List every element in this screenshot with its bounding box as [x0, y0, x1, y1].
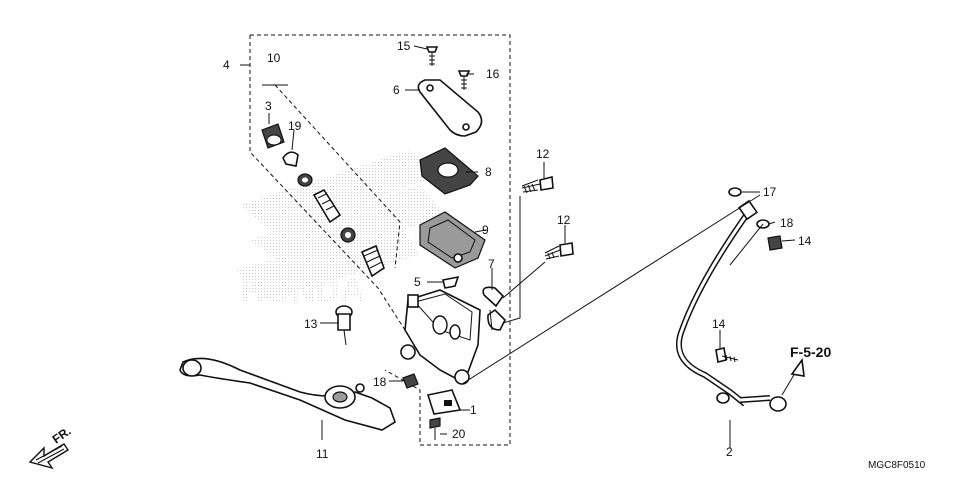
callout-6: 6 [393, 83, 400, 97]
callout-18-upper: 17 [763, 185, 777, 199]
callout-13: 13 [304, 317, 318, 331]
callout-3: 3 [265, 99, 272, 113]
hose-clamp-bolt [715, 347, 739, 363]
brake-hose [675, 199, 787, 412]
brake-lever [179, 357, 396, 431]
piston-kit [261, 123, 385, 278]
pivot-nut [402, 373, 419, 389]
master-cylinder-body [400, 289, 481, 385]
reference-arrow [781, 357, 805, 396]
callout-16-top: 15 [397, 39, 411, 53]
callout-8: 8 [485, 165, 492, 179]
callout-7: 7 [488, 257, 495, 271]
watermark-text: HONDA [240, 272, 365, 310]
callout-12-upper: 12 [536, 147, 550, 161]
front-direction-indicator: FR. [28, 424, 74, 470]
callout-1: 1 [470, 403, 477, 417]
callout-4: 4 [223, 58, 230, 72]
leader-lines [268, 45, 796, 448]
callout-20: 20 [452, 427, 466, 441]
callout-labels: 4 10 3 19 15 16 6 8 9 12 12 7 5 13 18 1 … [223, 39, 812, 461]
holder-bolt-lower [544, 242, 574, 260]
circlip-part-19 [282, 151, 299, 167]
sealing-washer-upper [728, 187, 742, 197]
callout-15: 14 [798, 234, 812, 248]
reservoir-cap [417, 79, 483, 137]
pivot-bolt [335, 305, 353, 346]
reservoir-plate [419, 147, 479, 195]
callout-11: 11 [316, 447, 329, 461]
callout-18-lower: 18 [780, 216, 794, 230]
reference-link[interactable]: F-5-20 [790, 344, 831, 360]
assembly-outline [240, 34, 511, 446]
callout-5: 5 [414, 275, 421, 289]
cap-screw-top [425, 46, 439, 66]
hose-oil-bolt [767, 235, 783, 251]
brake-light-switch [426, 389, 462, 415]
cap-screw-right [457, 70, 471, 90]
switch-screw [429, 417, 441, 440]
drawing-code: MGC8F0510 [868, 460, 926, 471]
switch-clip [442, 275, 460, 289]
callout-9: 9 [482, 223, 489, 237]
callout-10: 10 [267, 51, 281, 65]
callout-14: 14 [712, 317, 726, 331]
callout-16-right: 16 [486, 67, 500, 81]
callout-19: 19 [288, 119, 302, 133]
holder-bolt-upper [521, 175, 554, 194]
mirror-holder [482, 286, 506, 331]
diaphragm [419, 211, 486, 269]
callout-17: 18 [373, 375, 387, 389]
callout-12-lower: 12 [557, 213, 571, 227]
callout-2: 2 [726, 445, 733, 459]
direction-label: FR. [50, 424, 74, 447]
